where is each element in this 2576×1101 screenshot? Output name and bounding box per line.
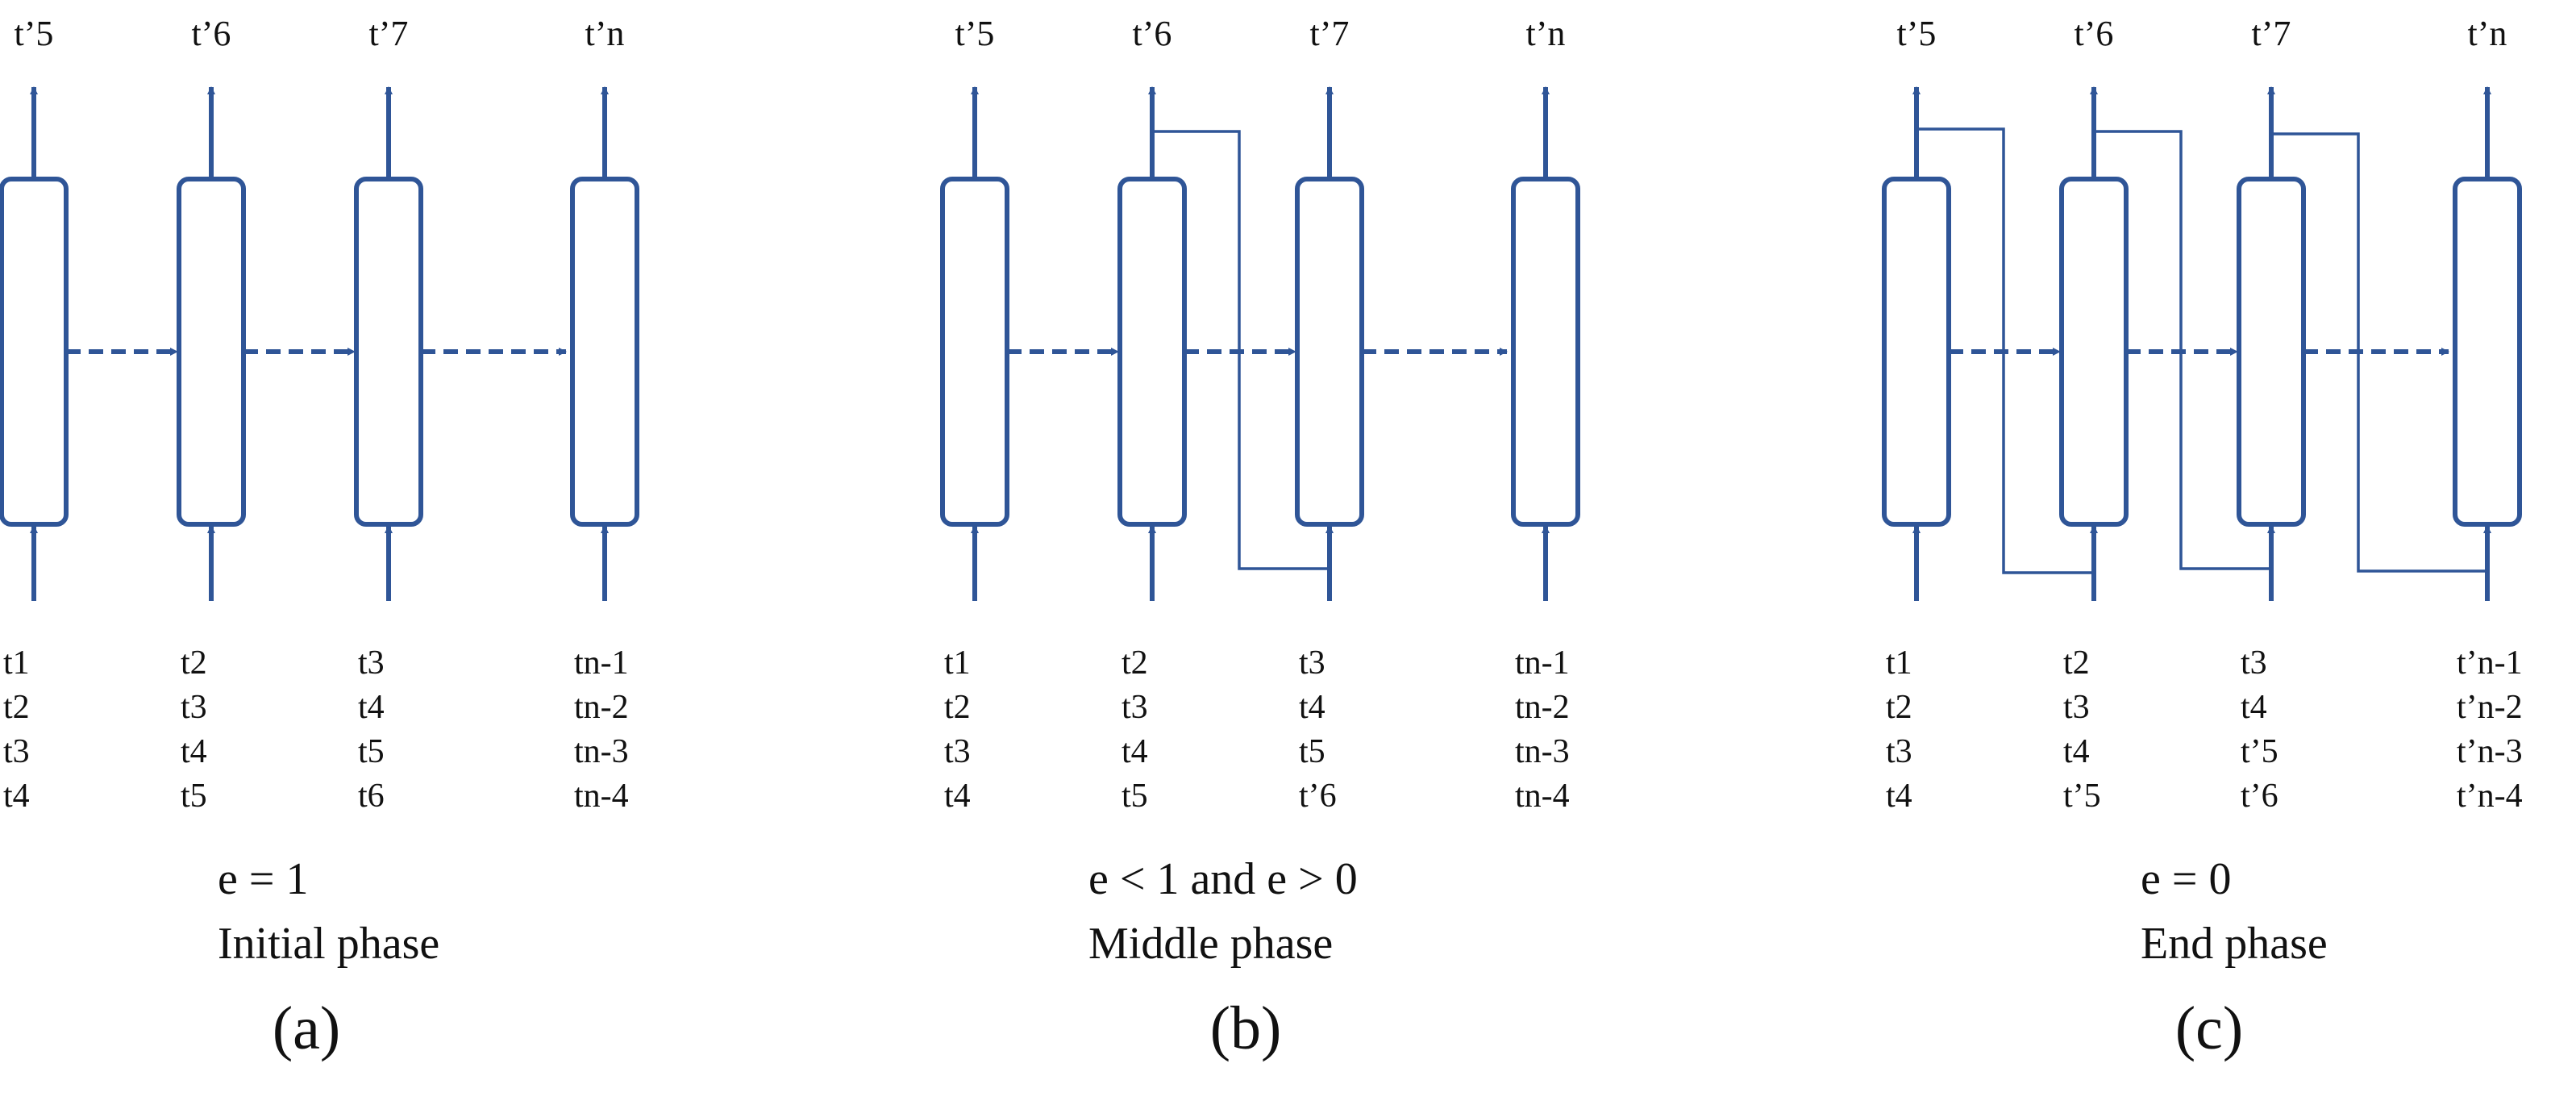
input-label: t5 xyxy=(358,733,385,770)
input-label: tn-2 xyxy=(1515,689,1570,726)
output-label: t’7 xyxy=(369,14,409,53)
input-label: t2 xyxy=(2063,644,2090,682)
output-label: t’6 xyxy=(2075,14,2114,53)
input-label: t1 xyxy=(1886,644,1912,682)
feedback-connector xyxy=(1152,130,1330,570)
input-label: t4 xyxy=(1122,733,1148,770)
feedback-connector xyxy=(2094,130,2271,570)
output-label: t’n xyxy=(2468,14,2507,53)
output-label: t’n xyxy=(585,14,625,53)
lstm-cell xyxy=(1295,177,1364,527)
feedback-connector xyxy=(1916,127,2095,574)
input-label: t2 xyxy=(1122,644,1148,682)
input-label: t3 xyxy=(944,733,971,770)
lstm-cell xyxy=(940,177,1009,527)
input-label: tn-4 xyxy=(1515,778,1570,815)
input-label: t4 xyxy=(2241,689,2267,726)
panel-letter: (a) xyxy=(273,995,340,1062)
output-label: t’7 xyxy=(1310,14,1350,53)
input-label: tn-4 xyxy=(574,778,629,815)
input-label: t4 xyxy=(358,689,385,726)
input-label: t’5 xyxy=(2241,733,2278,770)
condition-label: e = 0 xyxy=(2141,854,2231,904)
panel-letter: (c) xyxy=(2175,995,2243,1062)
input-label: t’n-2 xyxy=(2457,689,2523,726)
input-label: t4 xyxy=(181,733,207,770)
input-label: t’5 xyxy=(2063,778,2101,815)
output-label: t’7 xyxy=(2252,14,2291,53)
input-label: t5 xyxy=(181,778,207,815)
input-label: t3 xyxy=(181,689,207,726)
input-label: t2 xyxy=(1886,689,1912,726)
input-label: t3 xyxy=(1299,644,1325,682)
lstm-cell xyxy=(2059,177,2129,527)
lstm-cell xyxy=(1882,177,1951,527)
lstm-cell xyxy=(570,177,639,527)
output-label: t’6 xyxy=(192,14,231,53)
output-label: t’n xyxy=(1526,14,1566,53)
lstm-cell xyxy=(1117,177,1187,527)
input-label: t3 xyxy=(3,733,30,770)
input-label: tn-3 xyxy=(574,733,629,770)
panel-letter: (b) xyxy=(1210,995,1282,1062)
input-label: t4 xyxy=(3,778,30,815)
output-label: t’5 xyxy=(955,14,995,53)
output-label: t’5 xyxy=(15,14,54,53)
input-label: t’n-4 xyxy=(2457,778,2523,815)
output-label: t’5 xyxy=(1897,14,1937,53)
input-label: t4 xyxy=(944,778,971,815)
phase-label: Initial phase xyxy=(218,919,439,969)
input-label: t5 xyxy=(1299,733,1325,770)
input-label: tn-1 xyxy=(574,644,629,682)
output-label: t’6 xyxy=(1133,14,1172,53)
input-label: t4 xyxy=(2063,733,2090,770)
input-label: t2 xyxy=(3,689,30,726)
condition-label: e < 1 and e > 0 xyxy=(1088,854,1358,904)
input-label: t1 xyxy=(3,644,30,682)
input-label: t4 xyxy=(1886,778,1912,815)
phase-label: End phase xyxy=(2141,919,2328,969)
input-label: t5 xyxy=(1122,778,1148,815)
input-label: t1 xyxy=(944,644,971,682)
lstm-cell xyxy=(354,177,423,527)
input-label: t3 xyxy=(358,644,385,682)
input-label: tn-1 xyxy=(1515,644,1570,682)
input-label: t’n-3 xyxy=(2457,733,2523,770)
phase-label: Middle phase xyxy=(1088,919,1333,969)
lstm-cell xyxy=(2237,177,2306,527)
input-label: tn-2 xyxy=(574,689,629,726)
condition-label: e = 1 xyxy=(218,854,308,904)
input-label: t3 xyxy=(1886,733,1912,770)
input-label: t’6 xyxy=(1299,778,1337,815)
feedback-connector xyxy=(2271,132,2489,573)
lstm-cell xyxy=(2453,177,2522,527)
input-label: t4 xyxy=(1299,689,1325,726)
lstm-cell xyxy=(1511,177,1580,527)
input-label: t3 xyxy=(1122,689,1148,726)
input-label: t3 xyxy=(2241,644,2267,682)
input-label: t3 xyxy=(2063,689,2090,726)
input-label: t2 xyxy=(944,689,971,726)
input-label: t6 xyxy=(358,778,385,815)
input-label: t2 xyxy=(181,644,207,682)
input-label: tn-3 xyxy=(1515,733,1570,770)
lstm-cell xyxy=(177,177,246,527)
input-label: t’6 xyxy=(2241,778,2278,815)
input-label: t’n-1 xyxy=(2457,644,2523,682)
lstm-cell xyxy=(0,177,69,527)
